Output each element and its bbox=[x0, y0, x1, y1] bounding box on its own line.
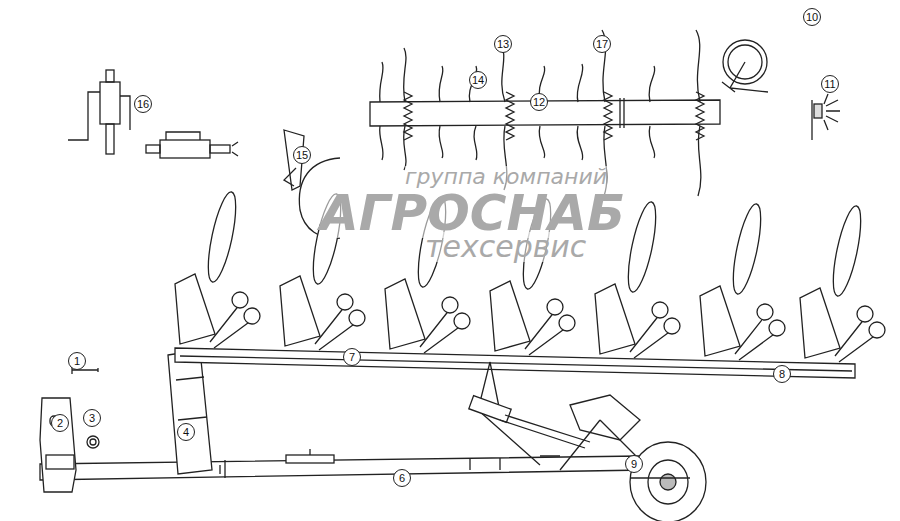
lamp bbox=[812, 94, 840, 140]
callout-number: 13 bbox=[494, 35, 512, 53]
callout-number: 6 bbox=[393, 469, 411, 487]
watermark-text: АГРОСНАБ bbox=[320, 188, 625, 238]
callout-number: 2 bbox=[51, 414, 69, 432]
harrow bbox=[370, 30, 720, 196]
callout-number: 3 bbox=[83, 409, 101, 427]
watermark-text: техсервис bbox=[425, 232, 586, 262]
callout-number: 11 bbox=[821, 75, 839, 93]
callout-number: 1 bbox=[68, 352, 86, 370]
callout-number: 12 bbox=[530, 93, 548, 111]
callout-number: 15 bbox=[293, 146, 311, 164]
callout-number: 9 bbox=[625, 455, 643, 473]
callout-number: 17 bbox=[593, 35, 611, 53]
hydraulic-cylinders bbox=[68, 70, 238, 158]
callout-number: 7 bbox=[343, 348, 361, 366]
callout-number: 4 bbox=[177, 423, 195, 441]
gauge-wheel bbox=[722, 40, 768, 92]
plough-beam bbox=[175, 348, 855, 378]
linkage bbox=[469, 362, 650, 470]
transport-wheel bbox=[630, 442, 706, 521]
callout-number: 10 bbox=[803, 8, 821, 26]
callout-number: 8 bbox=[773, 365, 791, 383]
callout-number: 16 bbox=[134, 95, 152, 113]
watermark-text: группа компаний bbox=[405, 166, 607, 188]
callout-number: 14 bbox=[469, 71, 487, 89]
